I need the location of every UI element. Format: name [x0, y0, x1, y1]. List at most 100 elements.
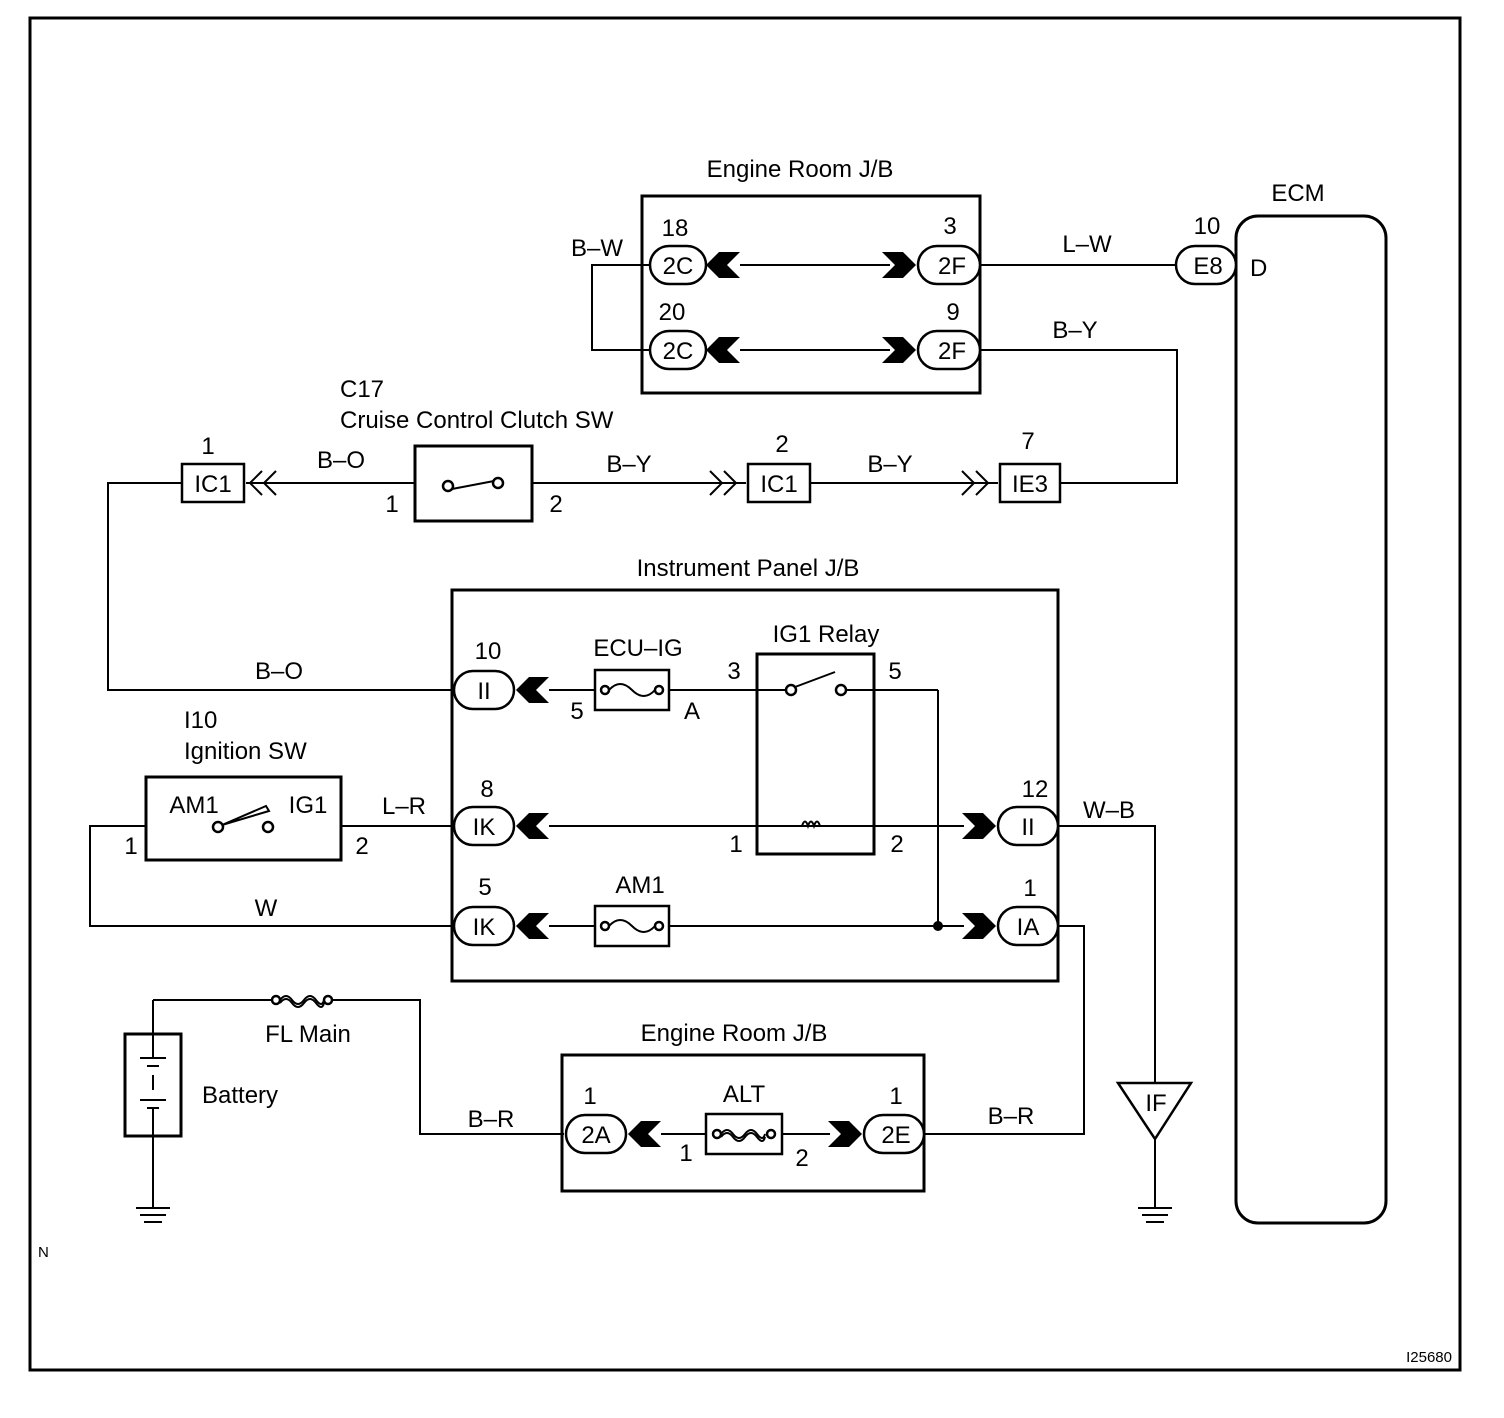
ignition-ig1-contact: IG1 [289, 792, 328, 819]
outer-frame [28, 16, 1462, 1372]
connector-arrow [706, 252, 740, 278]
connector-ii-10-label: II [477, 678, 490, 705]
connector-ic1-right-label: IC1 [760, 471, 797, 498]
figure-code: I25680 [1406, 1349, 1452, 1366]
am1-fuse-label: AM1 [615, 872, 664, 899]
ecm-pin-d: D [1250, 255, 1267, 282]
ecm-box [1234, 214, 1388, 1225]
ground-symbol-left [136, 1207, 170, 1223]
connector-2a [564, 1113, 628, 1155]
connector-2a-label: 2A [581, 1122, 610, 1149]
c17-pin-2: 2 [549, 491, 562, 518]
alt-fuse-label: ALT [723, 1081, 766, 1108]
wire-label-by-mid2: B–Y [867, 451, 912, 478]
connector-e8 [1174, 244, 1238, 286]
ground-symbol-right [1138, 1207, 1172, 1223]
ignition-pin-2: 2 [355, 833, 368, 860]
connector-ie3-label: IE3 [1012, 471, 1048, 498]
ground-if-label: IF [1145, 1090, 1166, 1117]
connector-ik-8-label: IK [473, 814, 496, 841]
pin-1-ic1: 1 [201, 433, 214, 460]
connector-ia-1-label: IA [1017, 914, 1040, 941]
pin-2-ic1: 2 [775, 431, 788, 458]
connector-ik-5-label: IK [473, 914, 496, 941]
connector-arrow [706, 337, 740, 363]
connector-2e-label: 2E [881, 1122, 910, 1149]
connector-2f-3-label: 2F [938, 253, 966, 280]
wire-label-bo-upper: B–O [317, 447, 365, 474]
connector-2c-18-label: 2C [663, 253, 694, 280]
battery-label: Battery [202, 1082, 278, 1109]
pin-18: 18 [662, 215, 689, 242]
pin-1-ia: 1 [1023, 875, 1036, 902]
alt-pin-2: 2 [795, 1145, 808, 1172]
pin-7-ie3: 7 [1021, 428, 1034, 455]
i10-code: I10 [184, 707, 217, 734]
ecm-title: ECM [1271, 180, 1324, 207]
wire-label-lr: L–R [382, 793, 426, 820]
relay-pin-1: 1 [729, 831, 742, 858]
relay-coil [801, 820, 821, 830]
connector-ic1-right [746, 462, 812, 504]
instrument-panel-jb-box [450, 588, 1060, 983]
engine-room-jb-top-box [640, 194, 982, 395]
battery-symbol [140, 1000, 166, 1207]
c17-pin-1: 1 [385, 491, 398, 518]
connector-arrow [882, 252, 916, 278]
fl-main-label: FL Main [265, 1021, 351, 1048]
wire-label-bo-lower: B–O [255, 658, 303, 685]
connector-arrow [882, 337, 916, 363]
relay-pin-3: 3 [727, 658, 740, 685]
fl-main-fusible-link [270, 994, 334, 1008]
relay-pin-2: 2 [890, 831, 903, 858]
wire-label-br-right: B–R [988, 1103, 1035, 1130]
pin-20: 20 [659, 299, 686, 326]
pin-9: 9 [946, 299, 959, 326]
connector-2c-20-label: 2C [663, 338, 694, 365]
ig1-relay-label: IG1 Relay [773, 621, 880, 648]
pin-8-ik: 8 [480, 776, 493, 803]
instrument-panel-jb-title: Instrument Panel J/B [637, 555, 860, 582]
pin-12-ii: 12 [1022, 776, 1049, 803]
c17-name: Cruise Control Clutch SW [340, 407, 614, 434]
connector-ii-10 [452, 669, 516, 711]
wire-label-lw: L–W [1062, 231, 1112, 258]
connector-e8-label: E8 [1193, 253, 1222, 280]
wire-label-by-upper: B–Y [1052, 317, 1097, 344]
corner-n-label: N [38, 1244, 49, 1261]
connector-2e [862, 1113, 926, 1155]
ig1-relay-box [755, 652, 876, 856]
pin-10-e8: 10 [1194, 213, 1221, 240]
pin-1-2a: 1 [583, 1083, 596, 1110]
connector-ic1-left-label: IC1 [194, 471, 231, 498]
connector-ie3 [998, 462, 1062, 504]
junction-dot [933, 921, 943, 931]
relay-pin-5: 5 [888, 658, 901, 685]
ignition-am1-contact: AM1 [169, 792, 218, 819]
engine-room-jb-bottom-title: Engine Room J/B [641, 1020, 828, 1047]
connector-ii-12-label: II [1021, 814, 1034, 841]
connector-ic1-left [180, 462, 246, 504]
pin-10-ii: 10 [475, 638, 502, 665]
ground-if-triangle [1115, 1081, 1194, 1142]
c17-switch-box [413, 444, 534, 523]
alt-pin-1: 1 [679, 1140, 692, 1167]
ecu-ig-pin-5: 5 [570, 698, 583, 725]
c17-code: C17 [340, 376, 384, 403]
pin-5-ik: 5 [478, 874, 491, 901]
engine-room-jb-top-title: Engine Room J/B [707, 156, 894, 183]
wire-label-w: W [255, 895, 278, 922]
pin-1-2e: 1 [889, 1083, 902, 1110]
ignition-switch-box [144, 775, 343, 862]
ignition-pin-1: 1 [124, 833, 137, 860]
engine-room-jb-bottom-box [560, 1053, 926, 1193]
wire-label-wb: W–B [1083, 797, 1135, 824]
ecu-ig-pin-a: A [684, 698, 700, 725]
i10-name: Ignition SW [184, 738, 307, 765]
connector-2f-9-label: 2F [938, 338, 966, 365]
wire-label-by-mid1: B–Y [606, 451, 651, 478]
wire-label-br-left: B–R [468, 1106, 515, 1133]
wire-label-bw: B–W [571, 235, 623, 262]
pin-3: 3 [943, 213, 956, 240]
